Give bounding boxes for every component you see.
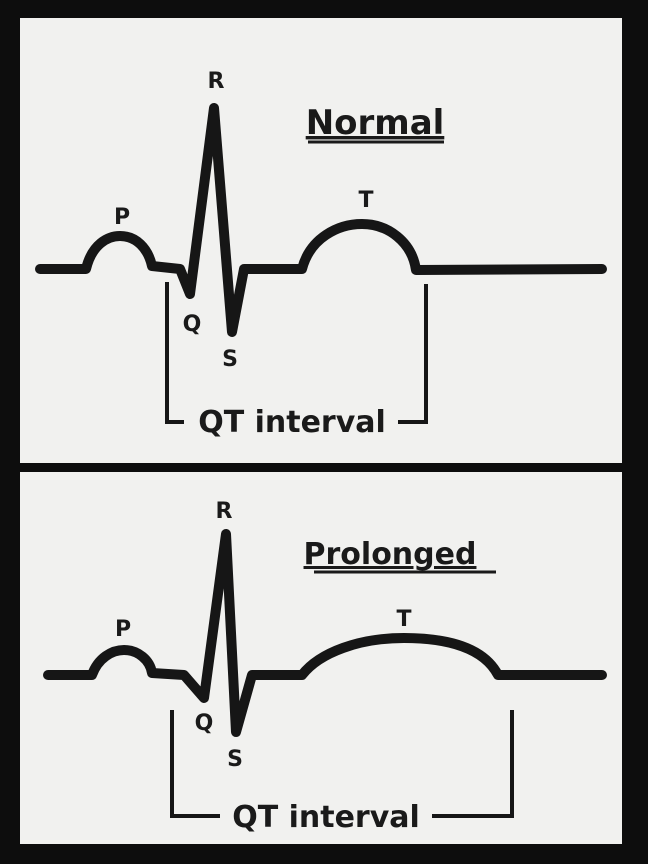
normal-q-label: Q: [183, 312, 202, 337]
normal-r-label: R: [208, 69, 225, 94]
normal-qt-label: QT interval: [198, 405, 386, 440]
prolonged-t-label: T: [396, 607, 411, 632]
normal-p-label: P: [114, 205, 130, 230]
prolonged-qt-label: QT interval: [232, 800, 420, 835]
normal-ecg-diagram: Normal P Q R S T QT interval: [35, 69, 607, 440]
normal-qt-bracket: [165, 282, 428, 424]
prolonged-q-label: Q: [195, 711, 214, 736]
prolonged-p-label: P: [115, 617, 131, 642]
prolonged-qt-bracket: [170, 710, 514, 818]
prolonged-r-label: R: [216, 499, 233, 524]
normal-s-label: S: [222, 347, 238, 372]
normal-panel: Normal P Q R S T QT interval: [20, 18, 622, 463]
prolonged-panel: Prolonged P Q R S T QT interval: [20, 472, 622, 844]
normal-ecg-waveform: [35, 103, 607, 337]
prolonged-ecg-diagram: Prolonged P Q R S T QT interval: [43, 499, 607, 835]
prolonged-ecg-waveform: [43, 529, 607, 737]
normal-title: Normal: [306, 103, 445, 143]
prolonged-title: Prolonged: [304, 537, 477, 572]
normal-t-label: T: [358, 188, 373, 213]
prolonged-s-label: S: [227, 747, 243, 772]
